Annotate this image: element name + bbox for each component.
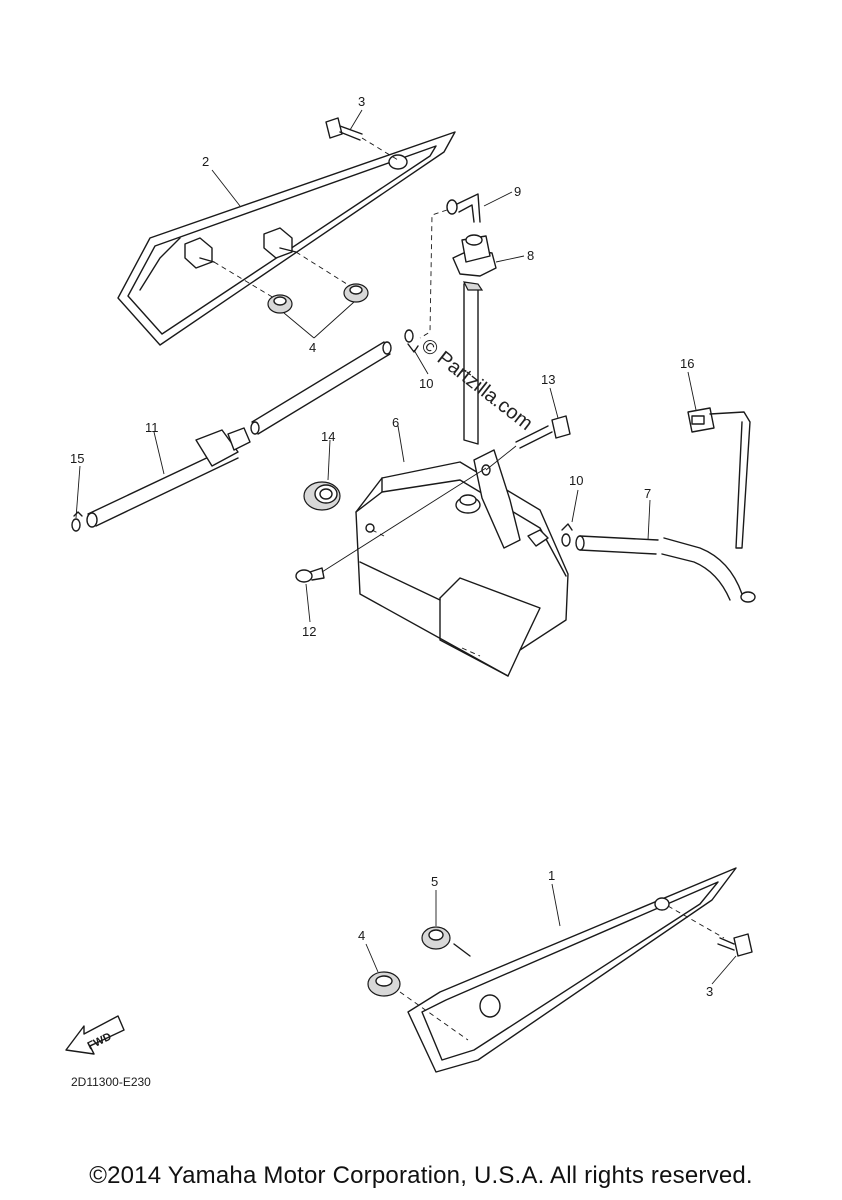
callout-1: 1	[548, 868, 555, 883]
callout-9: 7	[644, 486, 651, 501]
drawing-code: 2D11300-E230	[71, 1075, 151, 1089]
grommet-14	[303, 481, 341, 511]
callout-15: 15	[70, 451, 84, 466]
callout-3-lower: 3	[706, 984, 713, 999]
callout-4-lower: 4	[358, 928, 365, 943]
callout-6: 6	[392, 415, 399, 430]
leader-lines	[75, 109, 737, 985]
callout-7: 8	[527, 248, 534, 263]
washer-12	[295, 467, 487, 583]
grommet-5	[421, 926, 471, 957]
partzilla-watermark: © Partzilla.com	[417, 335, 537, 435]
bolt-3-lower	[717, 933, 753, 957]
callout-16: 16	[680, 356, 694, 371]
clip-15	[71, 511, 83, 532]
hose-9	[575, 535, 756, 603]
bolt-3-upper	[325, 117, 399, 161]
fwd-arrow-icon: FWD	[65, 1015, 125, 1055]
bracket-16	[687, 407, 751, 549]
filler-cap-7	[452, 234, 497, 445]
hose-11	[86, 341, 392, 528]
grommet-4-upper	[213, 251, 369, 339]
tank-6	[355, 449, 569, 677]
grommet-4-lower	[367, 971, 401, 997]
bolt-13	[485, 415, 571, 471]
hose-8	[419, 193, 481, 339]
callout-8: 9	[514, 184, 521, 199]
side-cover-2	[117, 131, 456, 346]
callout-2: 2	[202, 154, 209, 169]
callout-5: 5	[431, 874, 438, 889]
callout-4-upper: 4	[309, 340, 316, 355]
callout-labels: 3 2 9 8 4 10 16 13 11 6 14 15 10 7 12 1 …	[70, 94, 713, 999]
callout-11: 11	[145, 420, 159, 435]
side-cover-1	[399, 867, 737, 1073]
copyright-notice: ©2014 Yamaha Motor Corporation, U.S.A. A…	[89, 1162, 753, 1189]
callout-10-right: 10	[569, 473, 583, 488]
callout-3-upper: 3	[358, 94, 365, 109]
callout-12: 12	[302, 624, 316, 639]
callout-13: 13	[541, 372, 555, 387]
callout-14: 14	[321, 429, 335, 444]
clip-10-upper	[404, 329, 419, 353]
clip-10-right	[561, 523, 573, 547]
callout-10-upper: 10	[419, 376, 433, 391]
